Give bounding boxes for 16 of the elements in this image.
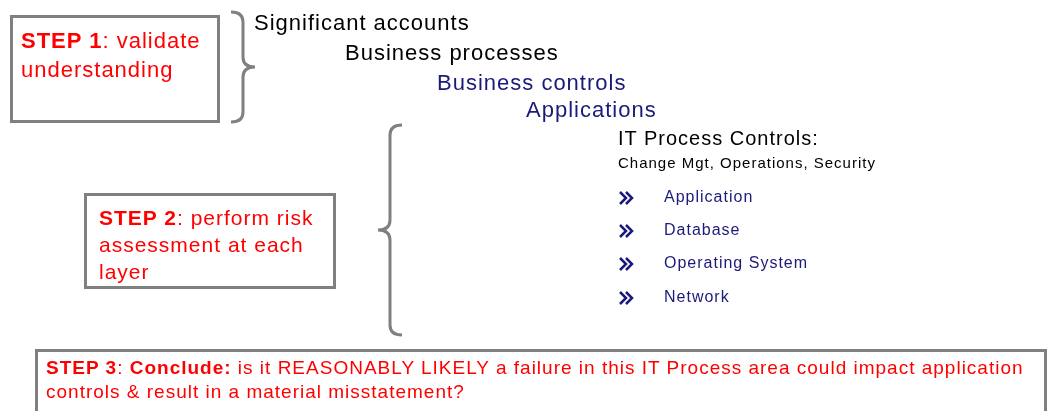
step-text: STEP 1: validate understanding [21,27,202,84]
layer-text: Change Mgt, Operations, Security [618,154,876,171]
layer-text: Business processes [345,40,559,66]
step-text: STEP 3: Conclude: is it REASONABLY LIKELY a failure in this IT Process area could impact application controls & result in a material misstatement? [46,356,1025,404]
step-text: STEP 2: perform risk assessment at each layer [99,205,315,285]
step-box [10,15,220,123]
list-item-text: Application [664,188,754,206]
list-item-text: Operating System [664,254,809,272]
heading-text: IT Process Controls: [618,127,819,150]
layer-text: Significant accounts [254,10,470,36]
list-item-text: Network [664,288,730,306]
step-box [35,349,1047,411]
layer-text: Applications [526,97,657,123]
layer-text: Business controls [437,70,627,96]
step-box [84,193,336,289]
list-item-text: Database [664,221,741,239]
